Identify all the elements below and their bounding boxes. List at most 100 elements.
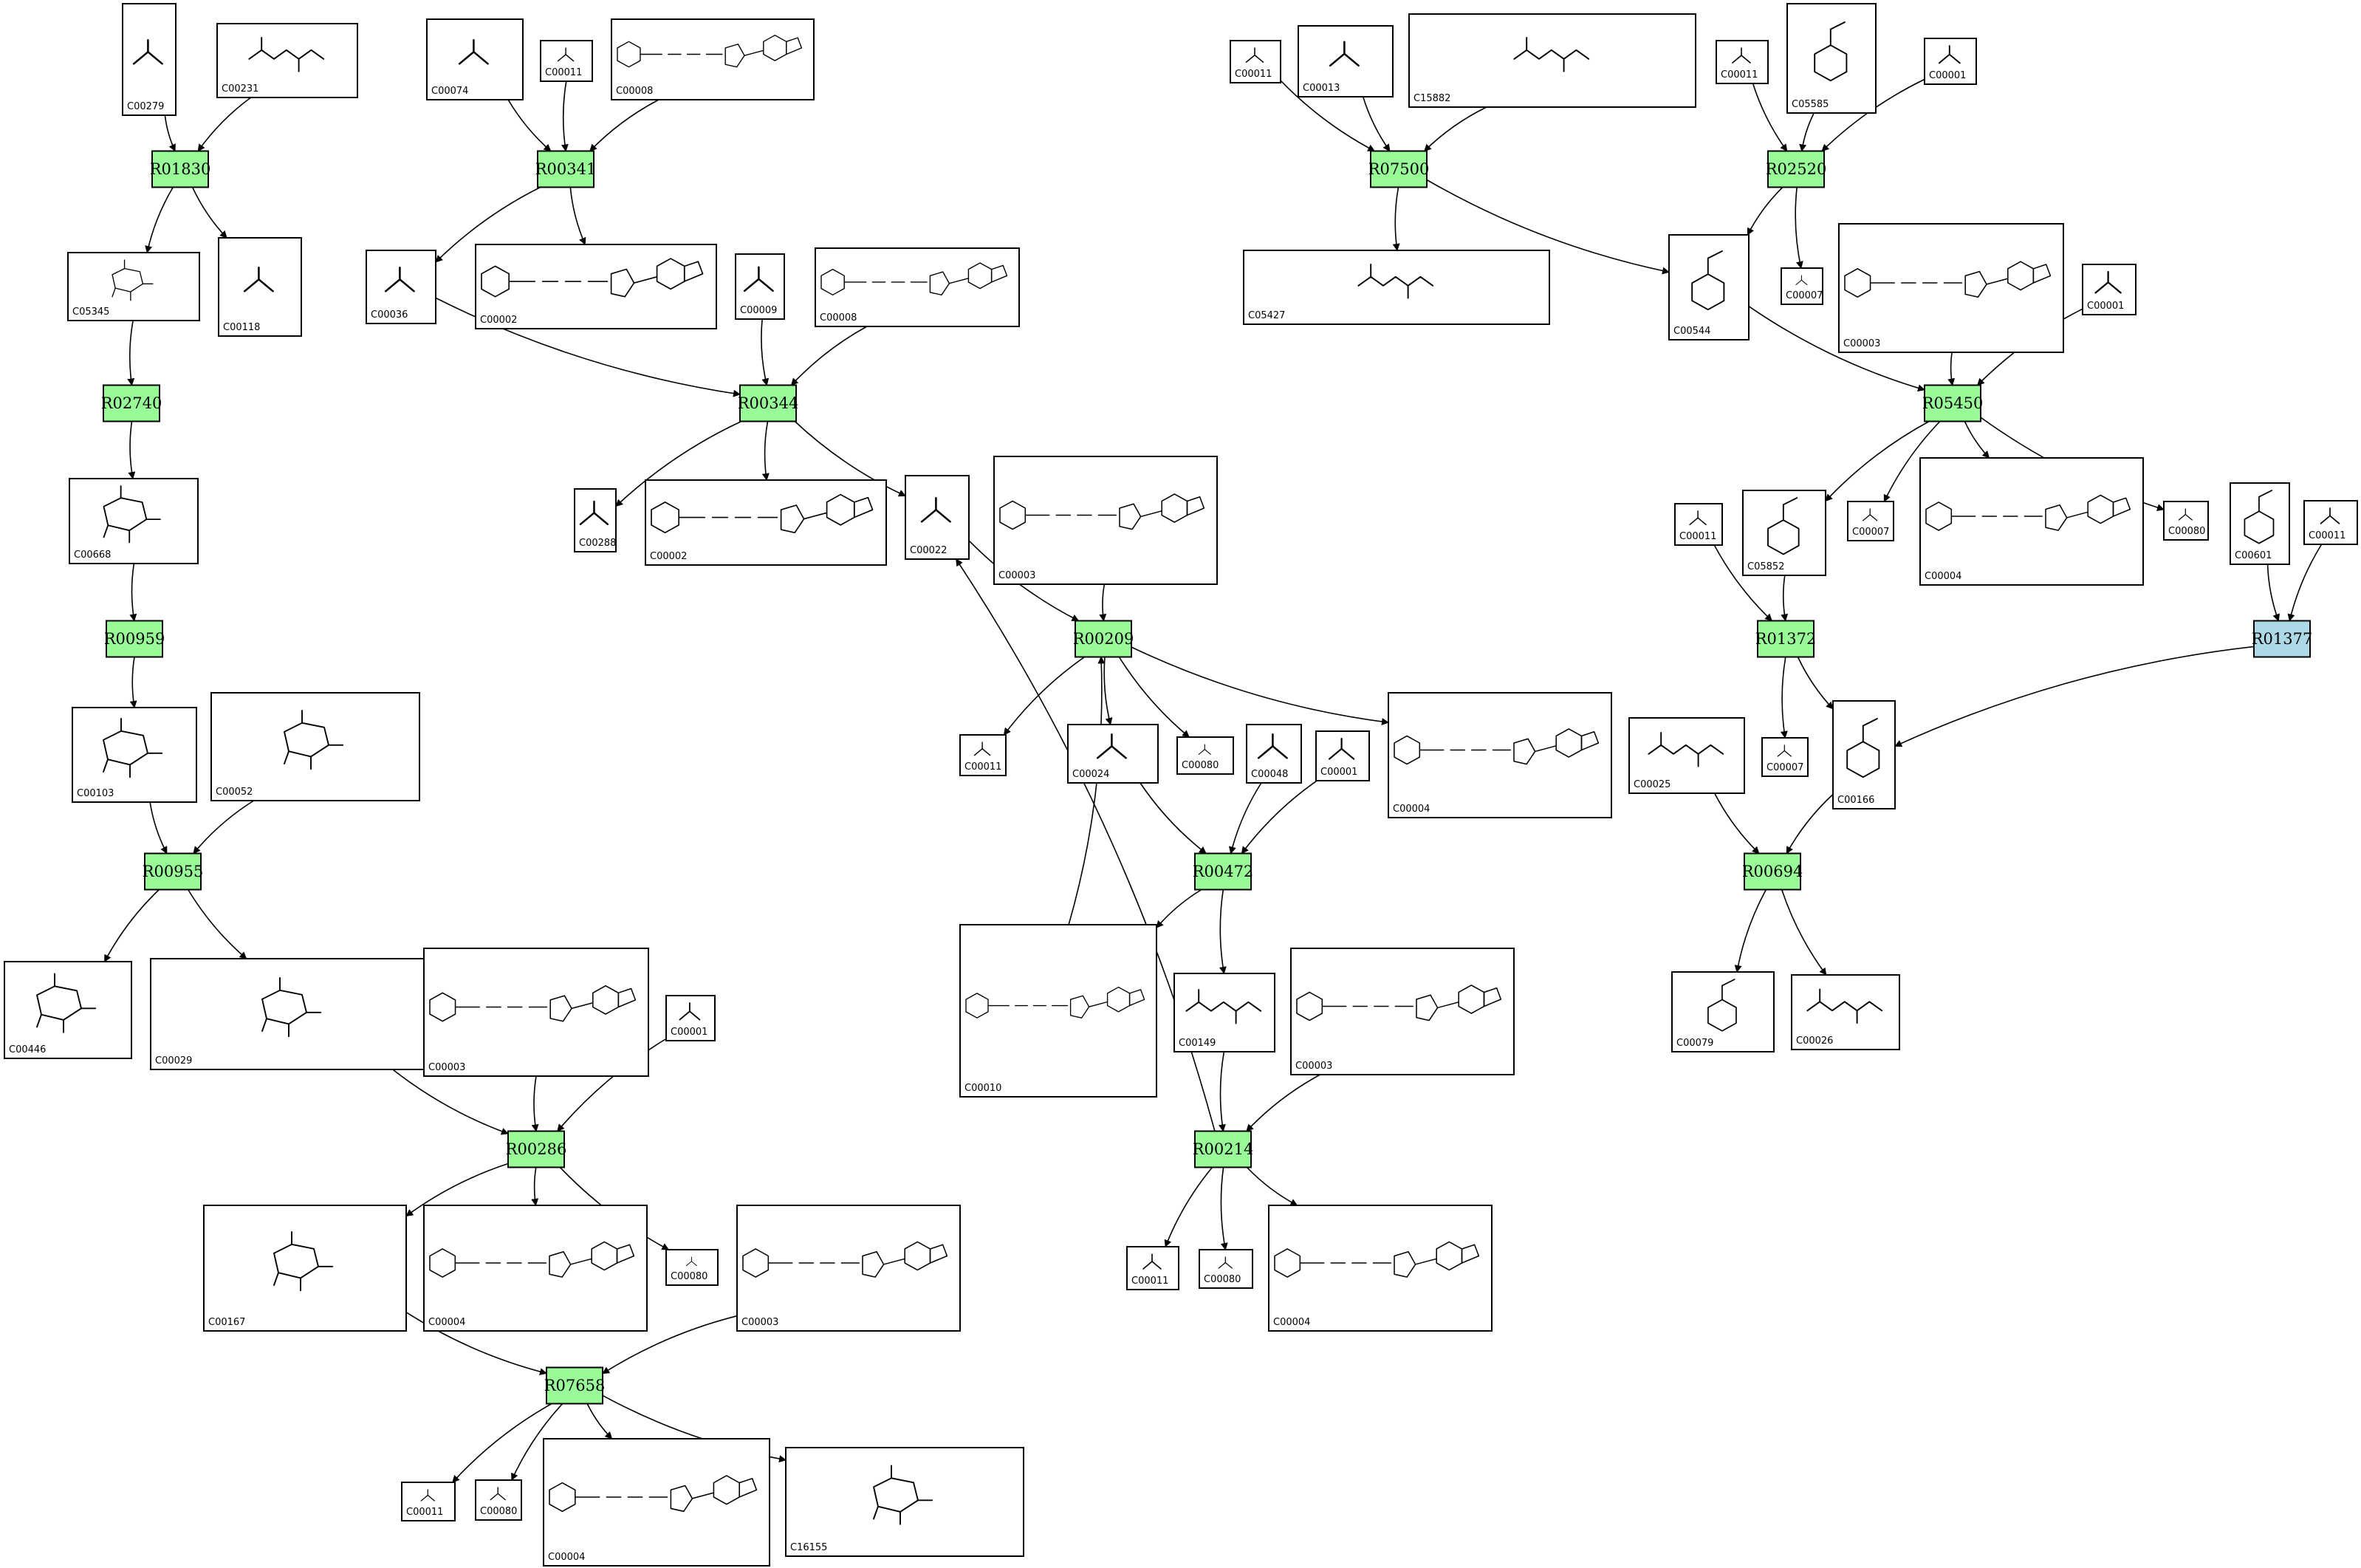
- compound-node[interactable]: C05585: [1786, 3, 1877, 114]
- reaction-node[interactable]: R07500: [1368, 150, 1430, 188]
- compound-node[interactable]: C00002: [645, 479, 887, 566]
- compound-node[interactable]: C00003: [1838, 223, 2064, 353]
- compound-node[interactable]: C00080: [2163, 501, 2209, 541]
- compound-node[interactable]: C00001: [1315, 730, 1370, 781]
- compound-node[interactable]: C05852: [1742, 490, 1826, 576]
- reaction-node[interactable]: R00209: [1073, 620, 1134, 658]
- compound-node[interactable]: C00080: [1176, 736, 1234, 775]
- reaction-node[interactable]: R00959: [104, 620, 165, 658]
- reaction-node[interactable]: R00344: [738, 384, 799, 422]
- reaction-node[interactable]: R00341: [535, 150, 597, 188]
- compound-node[interactable]: C00007: [1847, 501, 1894, 541]
- compound-box: [366, 250, 436, 324]
- compound-box: [959, 924, 1157, 1098]
- compound-node[interactable]: C00149: [1173, 973, 1275, 1052]
- compound-node[interactable]: C00007: [1761, 737, 1809, 777]
- edge-r_R00214-to-c_C00004_c: [1246, 1166, 1298, 1206]
- compound-node[interactable]: C00008: [815, 247, 1020, 327]
- compound-node[interactable]: C00003: [736, 1205, 961, 1332]
- compound-node[interactable]: C00011: [540, 40, 593, 82]
- compound-node[interactable]: C00001: [2082, 264, 2136, 315]
- reaction-node[interactable]: R00286: [506, 1130, 567, 1168]
- compound-node[interactable]: C00004: [1388, 692, 1612, 818]
- compound-node[interactable]: C00036: [366, 250, 436, 324]
- reaction-id-label: R02520: [1766, 160, 1827, 178]
- compound-node[interactable]: C00011: [401, 1482, 456, 1521]
- edge-c_C00008_b-to-r_R00344: [790, 326, 868, 386]
- compound-node[interactable]: C00001: [1924, 38, 1977, 85]
- compound-node[interactable]: C00007: [1781, 267, 1823, 305]
- reaction-node[interactable]: R02520: [1766, 150, 1827, 188]
- compound-node[interactable]: C00024: [1067, 724, 1159, 784]
- compound-box: [2082, 264, 2136, 315]
- compound-node[interactable]: C00288: [574, 488, 617, 552]
- compound-id-label: C00011: [545, 67, 582, 78]
- compound-node[interactable]: C00079: [1671, 971, 1775, 1052]
- compound-box: [1761, 737, 1809, 777]
- compound-box: [475, 1479, 522, 1521]
- reaction-node[interactable]: R01377: [2252, 620, 2313, 658]
- compound-node[interactable]: C00004: [1919, 457, 2144, 586]
- compound-node[interactable]: C00074: [426, 18, 524, 100]
- compound-node[interactable]: C00080: [1199, 1249, 1253, 1289]
- compound-node[interactable]: C00052: [210, 692, 420, 801]
- reaction-node[interactable]: R00955: [143, 852, 204, 891]
- compound-node[interactable]: C00103: [72, 707, 197, 803]
- compound-node[interactable]: C00446: [4, 961, 132, 1059]
- compound-node[interactable]: C00010: [959, 924, 1157, 1098]
- compound-node[interactable]: C00004: [1268, 1205, 1493, 1332]
- compound-node[interactable]: C00011: [1230, 40, 1281, 83]
- compound-node[interactable]: C00001: [665, 995, 716, 1041]
- compound-box: [1832, 700, 1896, 809]
- compound-node[interactable]: C00004: [543, 1438, 770, 1567]
- reaction-node[interactable]: R02740: [101, 384, 162, 422]
- compound-node[interactable]: C00011: [959, 734, 1007, 776]
- reaction-node[interactable]: R00694: [1742, 852, 1803, 891]
- compound-node[interactable]: C00048: [1246, 724, 1302, 784]
- compound-node[interactable]: C00601: [2230, 482, 2290, 565]
- reaction-node[interactable]: R05450: [1922, 384, 1984, 422]
- compound-id-label: C00025: [1634, 779, 1670, 790]
- reaction-id-label: R05450: [1922, 394, 1984, 412]
- compound-node[interactable]: C00279: [122, 3, 177, 116]
- compound-node[interactable]: C00002: [475, 244, 717, 329]
- compound-node[interactable]: C00011: [2303, 500, 2358, 545]
- compound-node[interactable]: C05427: [1243, 250, 1550, 325]
- compound-node[interactable]: C00231: [216, 23, 358, 98]
- compound-node[interactable]: C00029: [150, 958, 436, 1070]
- compound-node[interactable]: C00118: [218, 237, 302, 337]
- compound-id-label: C00288: [579, 538, 616, 549]
- compound-node[interactable]: C00011: [1674, 503, 1723, 546]
- compound-node[interactable]: C00026: [1791, 974, 1900, 1050]
- compound-node[interactable]: C15882: [1408, 13, 1696, 108]
- compound-box: [1847, 501, 1894, 541]
- compound-node[interactable]: C00668: [69, 478, 199, 564]
- compound-node[interactable]: C00080: [665, 1249, 719, 1286]
- compound-id-label: C00003: [428, 1062, 465, 1073]
- reaction-node[interactable]: R00472: [1193, 852, 1254, 891]
- reaction-node[interactable]: R01372: [1755, 620, 1817, 658]
- edge-r_R00341-to-c_C00002_a: [569, 187, 586, 245]
- compound-node[interactable]: C00013: [1298, 25, 1394, 97]
- compound-node[interactable]: C00022: [905, 475, 970, 560]
- reaction-node[interactable]: R07658: [544, 1366, 606, 1405]
- compound-node[interactable]: C00166: [1832, 700, 1896, 809]
- compound-node[interactable]: C00011: [1126, 1246, 1179, 1290]
- compound-node[interactable]: C16155: [785, 1447, 1024, 1557]
- compound-node[interactable]: C00004: [423, 1205, 648, 1332]
- edge-r_R05450-to-c_C00004_e: [1964, 421, 1990, 459]
- compound-node[interactable]: C05345: [67, 252, 200, 321]
- compound-node[interactable]: C00003: [423, 948, 649, 1077]
- compound-node[interactable]: C00003: [1290, 948, 1515, 1075]
- compound-node[interactable]: C00025: [1628, 717, 1745, 794]
- reaction-node[interactable]: R01830: [150, 150, 211, 188]
- compound-box: [1408, 13, 1696, 108]
- compound-node[interactable]: C00544: [1668, 234, 1750, 340]
- compound-node[interactable]: C00167: [203, 1205, 407, 1332]
- compound-node[interactable]: C00003: [993, 456, 1218, 585]
- compound-node[interactable]: C00009: [735, 253, 785, 320]
- compound-node[interactable]: C00008: [611, 18, 815, 100]
- compound-node[interactable]: C00080: [475, 1479, 522, 1521]
- reaction-node[interactable]: R00214: [1193, 1130, 1254, 1168]
- compound-node[interactable]: C00011: [1716, 40, 1769, 84]
